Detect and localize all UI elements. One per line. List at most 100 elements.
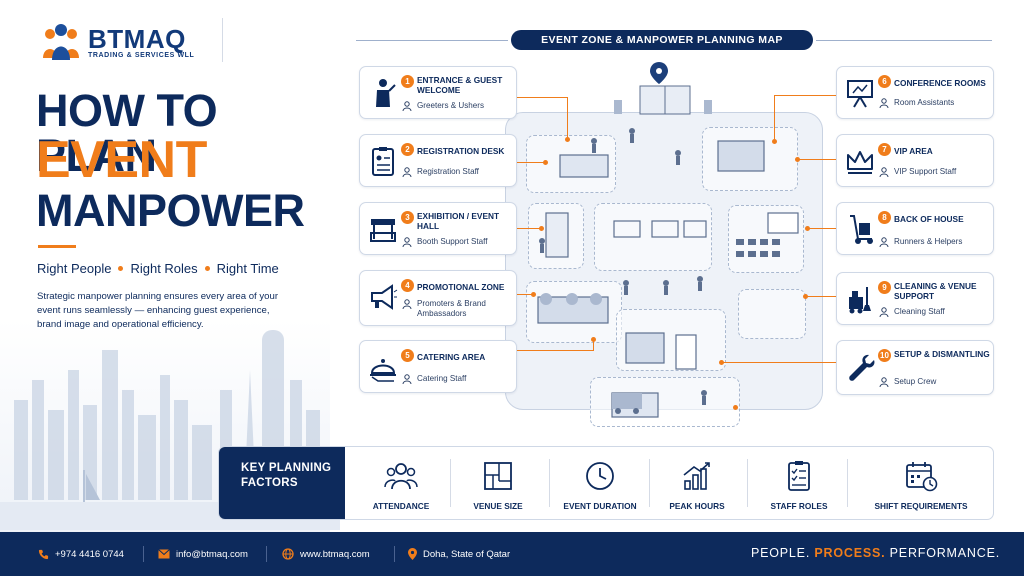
zone-number: 9	[878, 281, 891, 294]
zone-card-conference[interactable]: 6 CONFERENCE ROOMS Room Assistants	[836, 66, 994, 119]
zone-card-catering[interactable]: 5 CATERING AREA Catering Staff	[359, 340, 517, 393]
factor-label: EVENT DURATION	[563, 501, 637, 511]
zone-name: EXHIBITION / EVENT HALL	[417, 211, 500, 231]
connector-dot	[805, 226, 810, 231]
zone-name: CLEANING & VENUE SUPPORT	[894, 281, 977, 301]
factor-staff-roles[interactable]: STAFF ROLES	[751, 447, 847, 519]
connector-line	[567, 97, 568, 139]
factor-peak-hours[interactable]: PEAK HOURS	[655, 447, 739, 519]
footer-location: Doha, State of Qatar	[408, 532, 510, 576]
people-icon	[384, 463, 418, 490]
zone-number: 7	[878, 143, 891, 156]
left-panel: BTMAQ TRADING & SERVICES WLL HOW TO PLAN…	[0, 0, 340, 532]
factor-venue-size[interactable]: VENUE SIZE	[455, 447, 541, 519]
phone-icon	[38, 549, 49, 559]
connector-dot	[591, 337, 596, 342]
phone-text: +974 4416 0744	[55, 548, 124, 560]
email-text: info@btmaq.com	[176, 548, 248, 560]
globe-icon	[282, 548, 294, 560]
logo-text: BTMAQ TRADING & SERVICES WLL	[88, 26, 194, 59]
footer-divider	[143, 546, 144, 562]
connector-line	[774, 95, 775, 141]
cloche-icon	[370, 359, 396, 382]
factor-label: STAFF ROLES	[770, 501, 828, 511]
factor-event-duration[interactable]: EVENT DURATION	[553, 447, 647, 519]
connector-line	[722, 362, 836, 363]
connector-dot	[543, 160, 548, 165]
entrance-doors-icon	[614, 62, 712, 115]
brand-logo[interactable]: BTMAQ TRADING & SERVICES WLL	[40, 22, 194, 62]
slogan-word: PROCESS.	[814, 546, 886, 560]
connector-line	[593, 340, 594, 351]
wrench-icon	[849, 354, 875, 381]
factor-label: SHIFT REQUIREMENTS	[874, 501, 968, 511]
title-rule-left	[356, 40, 508, 41]
zone-card-back-of-house[interactable]: 8 BACK OF HOUSE Runners & Helpers	[836, 202, 994, 255]
zone-name: VIP AREA	[894, 146, 933, 156]
zone-card-entrance[interactable]: 1 ENTRANCE & GUEST WELCOME Greeters & Us…	[359, 66, 517, 119]
zone-card-setup[interactable]: 10 SETUP & DISMANTLING Setup Crew	[836, 340, 994, 395]
connector-dot	[733, 405, 738, 410]
factor-label: ATTENDANCE	[372, 501, 430, 511]
factor-label: PEAK HOURS	[669, 501, 725, 511]
crown-icon	[847, 151, 873, 174]
headline-line2: EVENT	[36, 131, 207, 189]
connector-line	[808, 228, 836, 229]
person-icon	[402, 374, 412, 384]
clipboard-icon	[372, 147, 394, 176]
headline-line3: MANPOWER	[36, 185, 305, 236]
connector-dot	[795, 157, 800, 162]
zone-card-vip[interactable]: 7 VIP AREA VIP Support Staff	[836, 134, 994, 187]
zone-name: REGISTRATION DESK	[417, 146, 505, 156]
footer-divider	[266, 546, 267, 562]
checklist-icon	[788, 461, 810, 491]
footer-bar: +974 4416 0744 info@btmaq.com www.btmaq.…	[0, 532, 1024, 576]
title-rule-right	[816, 40, 992, 41]
zone-number: 1	[401, 75, 414, 88]
footer-website[interactable]: www.btmaq.com	[282, 532, 370, 576]
logo-people-icon	[43, 24, 79, 60]
zone-staff: Registration Staff	[417, 167, 479, 176]
zone-card-registration[interactable]: 2 REGISTRATION DESK Registration Staff	[359, 134, 517, 187]
person-icon	[879, 167, 889, 177]
zone-name: PROMOTIONAL ZONE	[417, 282, 505, 292]
factor-divider	[847, 459, 848, 507]
zone-card-cleaning[interactable]: 9 CLEANING & VENUE SUPPORT Cleaning Staf…	[836, 272, 994, 325]
factor-shift-requirements[interactable]: SHIFT REQUIREMENTS	[851, 447, 991, 519]
usher-icon	[376, 79, 396, 107]
website-text: www.btmaq.com	[300, 548, 370, 560]
brand-name: BTMAQ	[88, 23, 186, 54]
person-icon	[879, 377, 889, 387]
factor-divider	[747, 459, 748, 507]
cleaning-cart-icon	[849, 287, 871, 314]
zone-staff: Greeters & Ushers	[417, 101, 485, 110]
email-icon	[158, 549, 170, 559]
zone-number: 10	[878, 349, 891, 362]
slogan-word: PEOPLE.	[751, 546, 811, 560]
zone-staff: Promoters & Brand Ambassadors	[417, 299, 486, 318]
factor-divider	[450, 459, 451, 507]
zone-staff: Catering Staff	[417, 374, 467, 383]
person-icon	[402, 237, 412, 247]
calendar-clock-icon	[906, 462, 938, 492]
zone-number: 8	[878, 211, 891, 224]
connector-line	[806, 296, 836, 297]
bar-growth-icon	[683, 462, 710, 490]
connector-dot	[539, 226, 544, 231]
floorplan-icon	[484, 462, 512, 490]
tagline: Right People Right Roles Right Time	[37, 261, 279, 276]
zone-number: 5	[401, 349, 414, 362]
factor-divider	[649, 459, 650, 507]
zone-card-promotional[interactable]: 4 PROMOTIONAL ZONE Promoters & Brand Amb…	[359, 270, 517, 326]
footer-email[interactable]: info@btmaq.com	[158, 532, 248, 576]
person-icon	[879, 98, 889, 108]
presentation-icon	[847, 80, 873, 108]
person-icon	[879, 237, 889, 247]
zone-staff: Booth Support Staff	[417, 237, 488, 246]
footer-phone[interactable]: +974 4416 0744	[38, 532, 124, 576]
zone-card-exhibition[interactable]: 3 EXHIBITION / EVENT HALL Booth Support …	[359, 202, 517, 255]
factor-attendance[interactable]: ATTENDANCE	[359, 447, 443, 519]
venue-floor-plan	[505, 112, 823, 427]
connector-dot	[531, 292, 536, 297]
accent-bar	[38, 245, 76, 248]
